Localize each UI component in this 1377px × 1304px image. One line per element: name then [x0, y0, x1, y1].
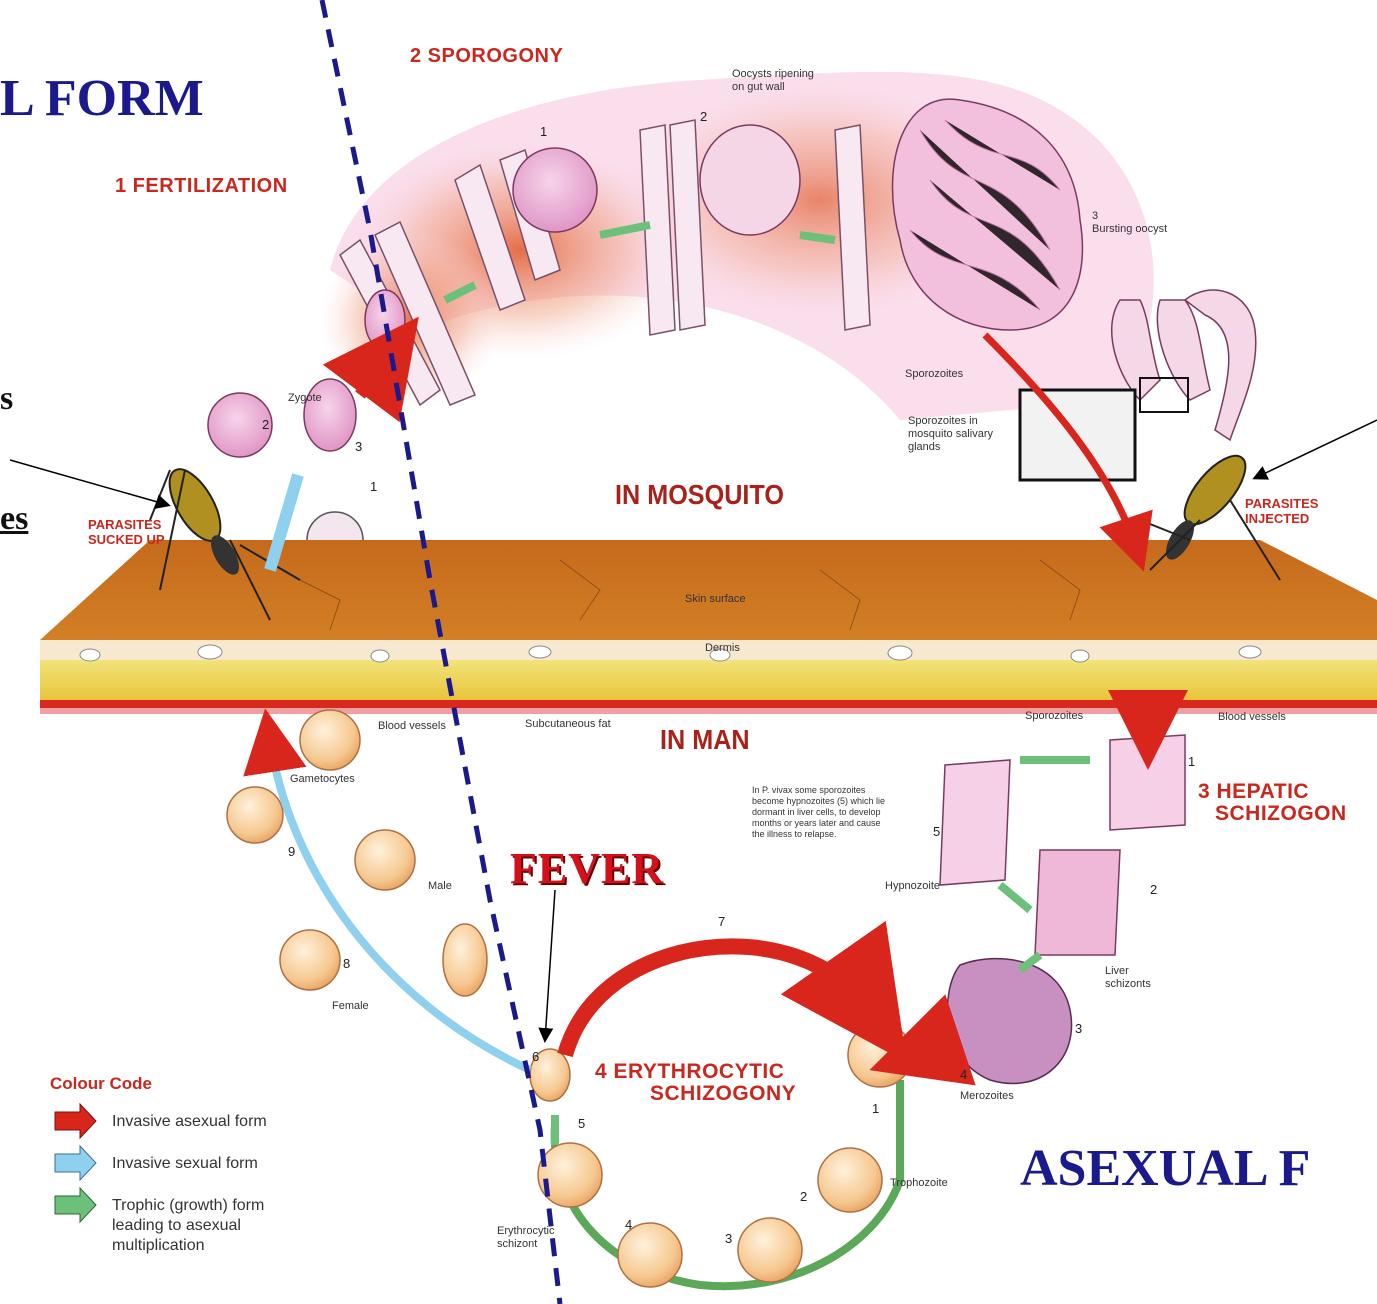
erythrocytic-heading-1: 4 ERYTHROCYTIC: [595, 1060, 784, 1083]
parasites-sucked-up-2: SUCKED UP: [88, 533, 165, 547]
ery-num-5: 5: [578, 1117, 585, 1131]
vivax-note-4: months or years later and cause: [752, 818, 881, 828]
hepatic-heading-1: 3 HEPATIC: [1198, 780, 1309, 803]
legend-item-trophic-3: multiplication: [112, 1236, 204, 1256]
hypnozoite-label: Hypnozoite: [885, 880, 940, 893]
gametocyte-cells: [227, 710, 487, 996]
bursting-label: Bursting oocyst: [1092, 223, 1167, 236]
erythrocytic-heading-2: SCHIZOGONY: [650, 1082, 796, 1105]
sporo-glands-1: Sporozoites in: [908, 415, 978, 428]
hep-num-2: 2: [1150, 883, 1157, 897]
vivax-note-1: In P. vivax some sporozoites: [752, 785, 865, 795]
sporo-num-1: 1: [540, 125, 547, 139]
ery-num-6: 6: [532, 1050, 539, 1064]
hep-num-1: 1: [1188, 755, 1195, 769]
parasites-injected-1: PARASITES: [1245, 497, 1318, 511]
hep-num-4: 4: [960, 1068, 967, 1082]
erythrocytic-schizont-2: schizont: [497, 1238, 537, 1251]
bursting-label-num: 3: [1092, 210, 1098, 223]
ery-num-7: 7: [718, 915, 725, 929]
in-mosquito-heading: IN MOSQUITO: [615, 480, 784, 511]
female-label: Female: [332, 1000, 369, 1013]
parasites-injected-2: INJECTED: [1245, 512, 1309, 526]
sporo-glands-2: mosquito salivary: [908, 428, 993, 441]
fert-num-1: 1: [370, 480, 377, 494]
merozoites-label: Merozoites: [960, 1090, 1014, 1103]
gametocytes-label: Gametocytes: [290, 773, 355, 786]
vivax-note-2: become hypnozoites (5) which lie: [752, 796, 885, 806]
legend-title: Colour Code: [50, 1075, 152, 1094]
ery-num-3: 3: [725, 1232, 732, 1246]
ery-num-9: 9: [288, 845, 295, 859]
vivax-note-5: the illness to relapse.: [752, 829, 837, 839]
sexual-form-heading: L FORM: [0, 70, 204, 127]
skin-surface-label: Skin surface: [685, 593, 746, 606]
hep-num-3: 3: [1075, 1022, 1082, 1036]
hep-num-5: 5: [933, 825, 940, 839]
ery-num-4: 4: [625, 1218, 632, 1232]
legend-item-sexual: Invasive sexual form: [112, 1154, 258, 1174]
legend-item-trophic: Trophic (growth) form: [112, 1196, 264, 1216]
liver-schizonts-2: schizonts: [1105, 978, 1151, 991]
fever-label: FEVER: [510, 845, 664, 893]
vivax-note-3: dormant in liver cells, to develop: [752, 807, 881, 817]
legend-swatches: [55, 1104, 96, 1222]
parasites-sucked-up-1: PARASITES: [88, 518, 161, 532]
sporogony-heading: 2 SPOROGONY: [410, 45, 563, 67]
ery-num-2: 2: [800, 1190, 807, 1204]
dermis-label: Dermis: [705, 642, 740, 655]
liver-cells: [940, 735, 1185, 1084]
erythrocytic-schizont-1: Erythrocytic: [497, 1225, 554, 1238]
fertilization-cells: [208, 290, 405, 568]
fertilization-heading: 1 FERTILIZATION: [115, 175, 288, 197]
subcutaneous-fat-label: Subcutaneous fat: [525, 718, 611, 731]
hepatic-heading-2: SCHIZOGON: [1215, 802, 1347, 825]
legend-item-trophic-2: leading to asexual: [112, 1216, 241, 1236]
left-fragment-2: es: [0, 500, 28, 537]
in-man-heading: IN MAN: [660, 725, 750, 756]
blood-vessels-left-label: Blood vessels: [378, 720, 446, 733]
blood-vessels-right-label: Blood vessels: [1218, 711, 1286, 724]
skin-block: [40, 540, 1377, 714]
left-fragment-1: s: [0, 380, 13, 417]
trophozoite-label: Trophozoite: [890, 1177, 948, 1190]
oocysts-label-2: on gut wall: [732, 81, 785, 94]
asexual-form-heading: ASEXUAL F: [1020, 1140, 1310, 1197]
fert-num-3: 3: [355, 440, 362, 454]
legend-item-asexual: Invasive asexual form: [112, 1112, 267, 1132]
fert-num-2: 2: [262, 418, 269, 432]
sporo-glands-3: glands: [908, 441, 940, 454]
sporo-num-2: 2: [700, 110, 707, 124]
ery-num-8: 8: [343, 957, 350, 971]
sporozoites-label: Sporozoites: [905, 368, 963, 381]
liver-schizonts-1: Liver: [1105, 965, 1129, 978]
ery-num-1: 1: [872, 1102, 879, 1116]
oocysts-label-1: Oocysts ripening: [732, 68, 814, 81]
zygote-label: Zygote: [288, 392, 322, 405]
sporozoites-lower-label: Sporozoites: [1025, 710, 1083, 723]
male-label: Male: [428, 880, 452, 893]
